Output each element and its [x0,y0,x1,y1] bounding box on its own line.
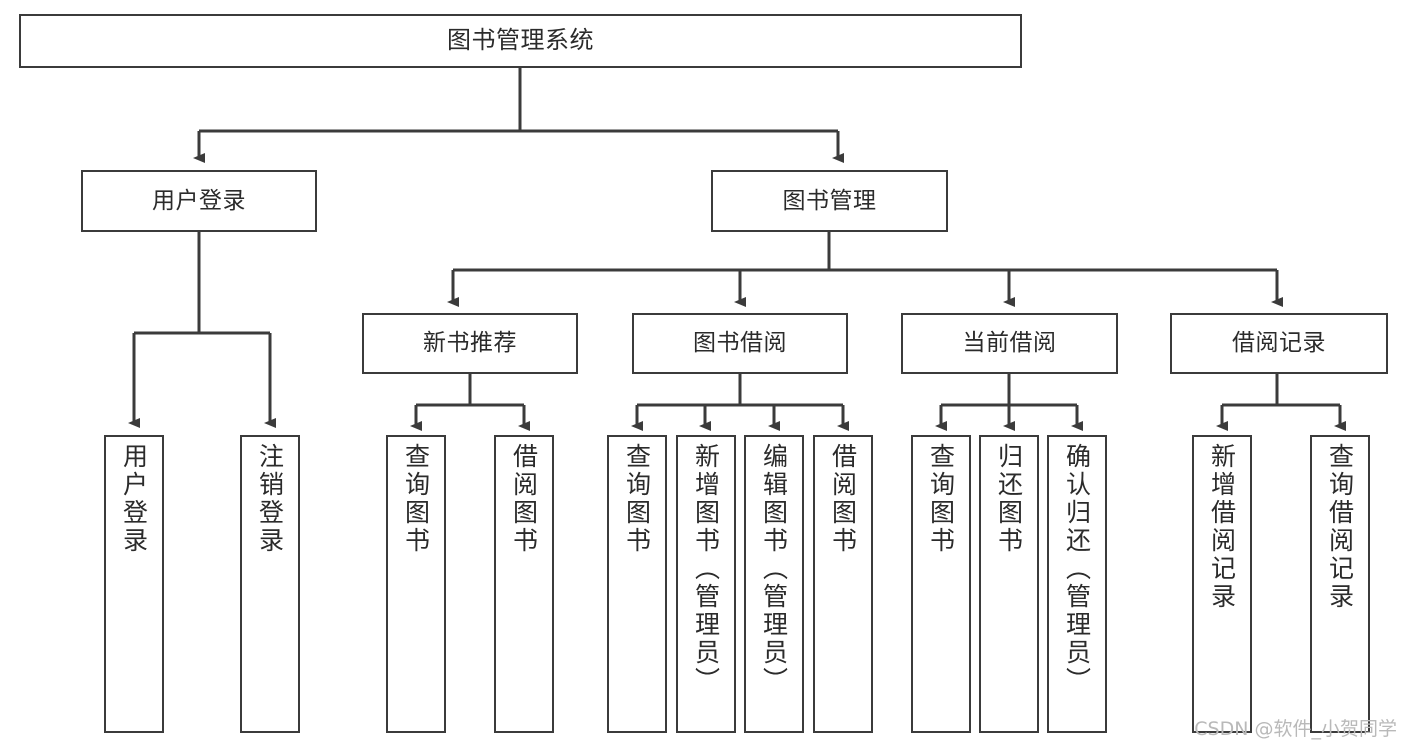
node-label: 图书借阅 [693,330,787,357]
node-label: 当前借阅 [962,330,1057,357]
leaf-book-borrow-edit-book-admin[interactable]: 编辑图书（管理员） [744,435,804,733]
leaf-current-borrow-query-book[interactable]: 查询图书 [911,435,971,733]
leaf-current-borrow-confirm-return-admin[interactable]: 确认归还（管理员） [1047,435,1107,733]
node-label: 编辑图书（管理员） [759,443,789,695]
node-label: 图书管理系统 [447,26,594,55]
node-label: 借阅图书 [509,443,539,555]
leaf-book-borrow-query-book[interactable]: 查询图书 [607,435,667,733]
leaf-new-book-borrow-book[interactable]: 借阅图书 [494,435,554,733]
leaf-book-borrow-add-book-admin[interactable]: 新增图书（管理员） [676,435,736,733]
node-label: 用户登录 [152,187,246,214]
node-new-book-recommendation[interactable]: 新书推荐 [362,313,578,374]
leaf-new-book-query-book[interactable]: 查询图书 [386,435,446,733]
node-label: 确认归还（管理员） [1062,443,1092,695]
node-label: 用户登录 [119,443,149,555]
node-label: 借阅图书 [828,443,858,555]
node-user-login[interactable]: 用户登录 [81,170,317,232]
node-label: 图书管理 [782,187,877,214]
leaf-book-borrow-borrow-book[interactable]: 借阅图书 [813,435,873,733]
node-label: 新增图书（管理员） [691,443,721,695]
node-label: 新增借阅记录 [1207,443,1237,611]
node-label: 新书推荐 [423,330,517,357]
node-borrowing-record[interactable]: 借阅记录 [1170,313,1388,374]
node-book-management[interactable]: 图书管理 [711,170,948,232]
leaf-current-borrow-return-book[interactable]: 归还图书 [979,435,1039,733]
node-label: 查询图书 [622,443,652,555]
leaf-borrow-record-query-record[interactable]: 查询借阅记录 [1310,435,1370,733]
node-label: 查询图书 [926,443,956,555]
node-label: 借阅记录 [1232,330,1326,357]
node-label: 查询借阅记录 [1325,443,1355,611]
node-book-borrowing[interactable]: 图书借阅 [632,313,848,374]
node-label: 注销登录 [255,443,285,555]
leaf-user-login-login[interactable]: 用户登录 [104,435,164,733]
node-root-book-management-system[interactable]: 图书管理系统 [19,14,1022,68]
node-label: 归还图书 [994,443,1024,555]
node-current-borrowing[interactable]: 当前借阅 [901,313,1118,374]
node-label: 查询图书 [401,443,431,555]
leaf-user-login-logout[interactable]: 注销登录 [240,435,300,733]
leaf-borrow-record-add-record[interactable]: 新增借阅记录 [1192,435,1252,733]
watermark-text: CSDN @软件_小贺同学 [1194,718,1397,740]
